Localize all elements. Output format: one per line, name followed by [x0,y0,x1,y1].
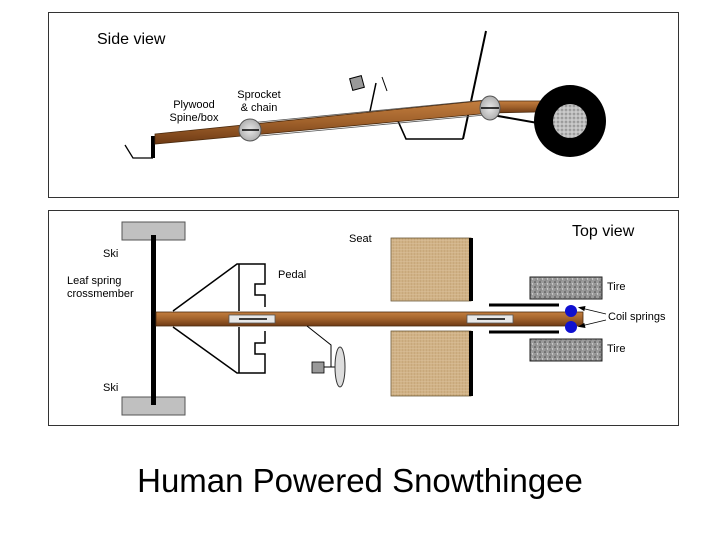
seat-frame [349,30,487,140]
pedal-frame [172,263,266,374]
side-view-drawing [124,30,606,159]
rear-wheel-icon [534,85,606,157]
coil-spring-top [565,305,577,317]
coil-springs-label: Coil springs [608,311,666,323]
coil-spring-bottom [565,321,577,333]
leaf-spring-crossmember [151,235,156,405]
page-title: Human Powered Snowthingee [137,462,583,499]
spine-label: Plywood Spine/box [169,99,219,124]
front-sprocket-top-icon [228,314,276,324]
side-view-panel: Side view [48,12,679,198]
seat-label: Seat [349,233,372,245]
top-view-heading: Top view [572,223,635,240]
pedal-label: Pedal [278,269,307,281]
sprocket-label: Sprocket & chain [237,89,281,114]
tire-top-label: Tire [607,281,626,293]
seat-icon [390,237,473,397]
chain [248,99,486,138]
top-view-panel: Top view [48,210,679,426]
tire-bottom [529,338,603,362]
ski-top-label: Ski [103,248,119,260]
pedal-icon [306,325,346,388]
top-view-drawing [121,221,607,416]
spine-top-view [155,311,584,327]
rear-sprocket-icon [479,95,501,121]
rear-sprocket-top-icon [466,314,514,324]
front-sprocket-icon [238,118,262,142]
ski-bottom-label: Ski [103,382,119,394]
tire-bottom-label: Tire [607,343,626,355]
coil-springs-arrows [577,306,607,328]
side-view-heading: Side view [97,31,166,48]
crossmember-label: Leaf spring crossmember [67,275,134,300]
front-ski [124,136,155,159]
tire-top [529,276,603,300]
